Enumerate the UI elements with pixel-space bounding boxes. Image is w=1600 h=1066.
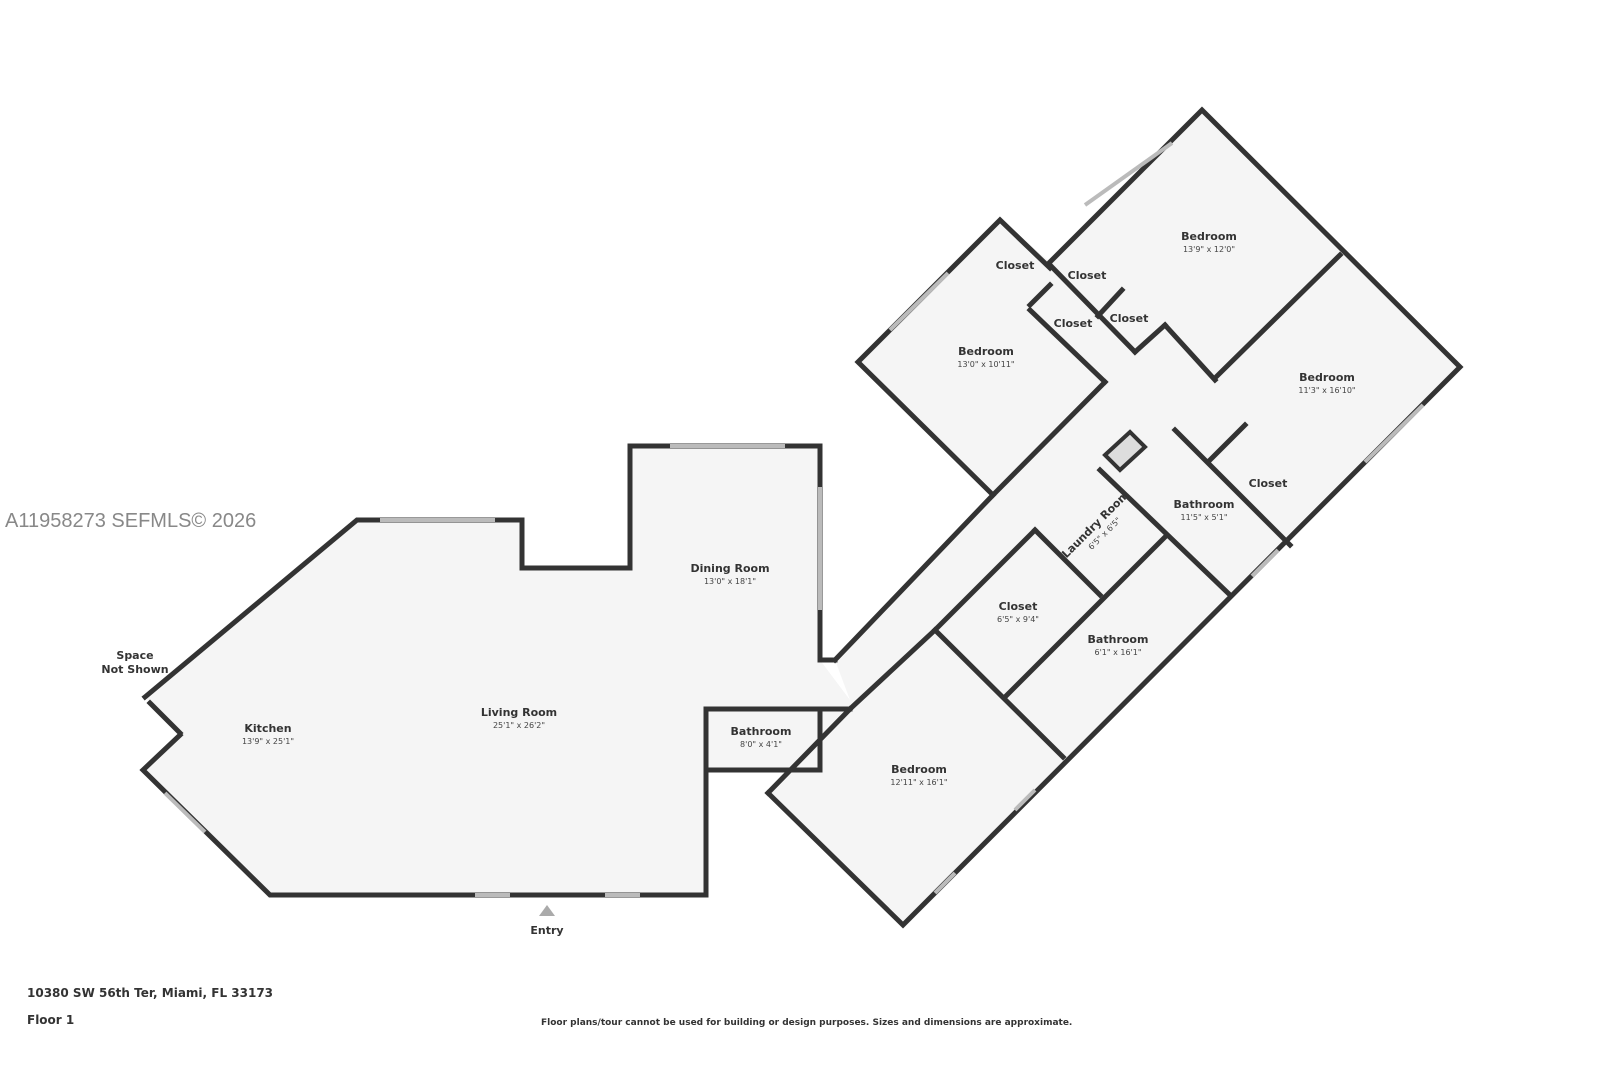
room-closet: Closet <box>1110 312 1149 325</box>
window <box>163 791 207 834</box>
space-not-shown-label: Space <box>116 649 153 662</box>
svg-text:11'5" x 5'1": 11'5" x 5'1" <box>1180 513 1227 522</box>
svg-text:Kitchen: Kitchen <box>244 722 291 735</box>
svg-text:13'9" x 25'1": 13'9" x 25'1" <box>242 737 294 746</box>
svg-text:Bathroom: Bathroom <box>1174 498 1235 511</box>
room-dining-room: Dining Room 13'0" x 18'1" <box>690 562 769 586</box>
svg-text:13'0" x 18'1": 13'0" x 18'1" <box>704 577 756 586</box>
wall <box>1046 261 1139 356</box>
wall <box>1131 321 1169 356</box>
wing-floor-area <box>768 110 1460 925</box>
wall <box>1096 466 1234 599</box>
svg-text:Bathroom: Bathroom <box>731 725 792 738</box>
svg-text:Closet: Closet <box>996 259 1035 272</box>
duct-chase <box>1102 429 1148 473</box>
svg-text:Bedroom: Bedroom <box>958 345 1014 358</box>
wall <box>1026 306 1109 386</box>
svg-text:6'1" x 16'1": 6'1" x 16'1" <box>1094 648 1141 657</box>
wall <box>846 626 939 713</box>
room-bedroom: Bedroom 12'11" x 16'1" <box>890 763 947 787</box>
svg-text:13'9" x 12'0": 13'9" x 12'0" <box>1183 245 1235 254</box>
svg-text:25'1" x 26'2": 25'1" x 26'2" <box>493 721 545 730</box>
floor-label: Floor 1 <box>27 1013 75 1027</box>
window <box>1083 141 1174 207</box>
address: 10380 SW 56th Ter, Miami, FL 33173 <box>27 986 274 1000</box>
room-kitchen: Kitchen 13'9" x 25'1" <box>242 722 294 746</box>
svg-text:Closet: Closet <box>1249 477 1288 490</box>
svg-text:Living Room: Living Room <box>481 706 557 719</box>
wall <box>1211 251 1344 382</box>
svg-text:Bedroom: Bedroom <box>1181 230 1237 243</box>
room-closet: Closet <box>1068 269 1107 282</box>
wall <box>1094 286 1126 320</box>
svg-text:Closet: Closet <box>1054 317 1093 330</box>
room-bathroom: Bathroom 8'0" x 4'1" <box>731 725 792 749</box>
space-not-shown-label: Not Shown <box>101 663 168 676</box>
window <box>1013 788 1037 812</box>
bedroom-walls <box>764 705 854 797</box>
room-bedroom: Bedroom 13'9" x 12'0" <box>1181 230 1237 254</box>
window <box>933 871 957 895</box>
room-bathroom: Bathroom 6'1" x 16'1" <box>1088 633 1149 657</box>
wall <box>931 526 1039 634</box>
window <box>888 271 950 332</box>
svg-text:Dining Room: Dining Room <box>690 562 769 575</box>
wall <box>1001 533 1169 701</box>
wall <box>1171 426 1294 549</box>
svg-text:Closet: Closet <box>999 600 1038 613</box>
room-living-room: Living Room 25'1" x 26'2" <box>481 706 557 730</box>
window <box>1363 403 1425 464</box>
wing-outline <box>764 106 1464 929</box>
svg-text:Bedroom: Bedroom <box>891 763 947 776</box>
svg-text:12'11" x 16'1": 12'11" x 16'1" <box>890 778 947 787</box>
room-bathroom: Bathroom 11'5" x 5'1" <box>1174 498 1235 522</box>
svg-text:6'5" x 9'4": 6'5" x 9'4" <box>997 615 1039 624</box>
svg-text:Closet: Closet <box>1068 269 1107 282</box>
svg-text:8'0" x 4'1": 8'0" x 4'1" <box>740 740 782 749</box>
wall <box>1161 321 1219 384</box>
entry-label: Entry <box>530 924 563 937</box>
wall <box>1206 421 1249 464</box>
room-closet: Closet <box>996 259 1035 272</box>
svg-text:Closet: Closet <box>1110 312 1149 325</box>
room-closet: Closet <box>1249 477 1288 490</box>
room-bedroom: Bedroom 13'0" x 10'11" <box>957 345 1014 369</box>
room-bedroom: Bedroom 11'3" x 16'10" <box>1298 371 1355 395</box>
svg-text:Bedroom: Bedroom <box>1299 371 1355 384</box>
wall <box>989 378 1109 499</box>
kitchen-nook-wall <box>146 699 184 737</box>
window <box>1250 548 1280 578</box>
svg-text:11'3" x 16'10": 11'3" x 16'10" <box>1298 386 1355 395</box>
svg-text:13'0" x 10'11": 13'0" x 10'11" <box>957 360 1014 369</box>
wall <box>931 626 1067 761</box>
room-closet: Closet 6'5" x 9'4" <box>997 600 1039 624</box>
main-floor-area <box>143 446 850 895</box>
watermark: A11958273 SEFMLS© 2026 <box>5 510 257 532</box>
svg-text:Bathroom: Bathroom <box>1088 633 1149 646</box>
entry-arrow-icon <box>539 905 555 916</box>
corridor-wall-top <box>831 216 1054 664</box>
room-closet: Closet <box>1054 317 1093 330</box>
disclaimer: Floor plans/tour cannot be used for buil… <box>541 1018 1073 1028</box>
wall <box>1031 526 1104 599</box>
wall <box>1026 281 1054 309</box>
